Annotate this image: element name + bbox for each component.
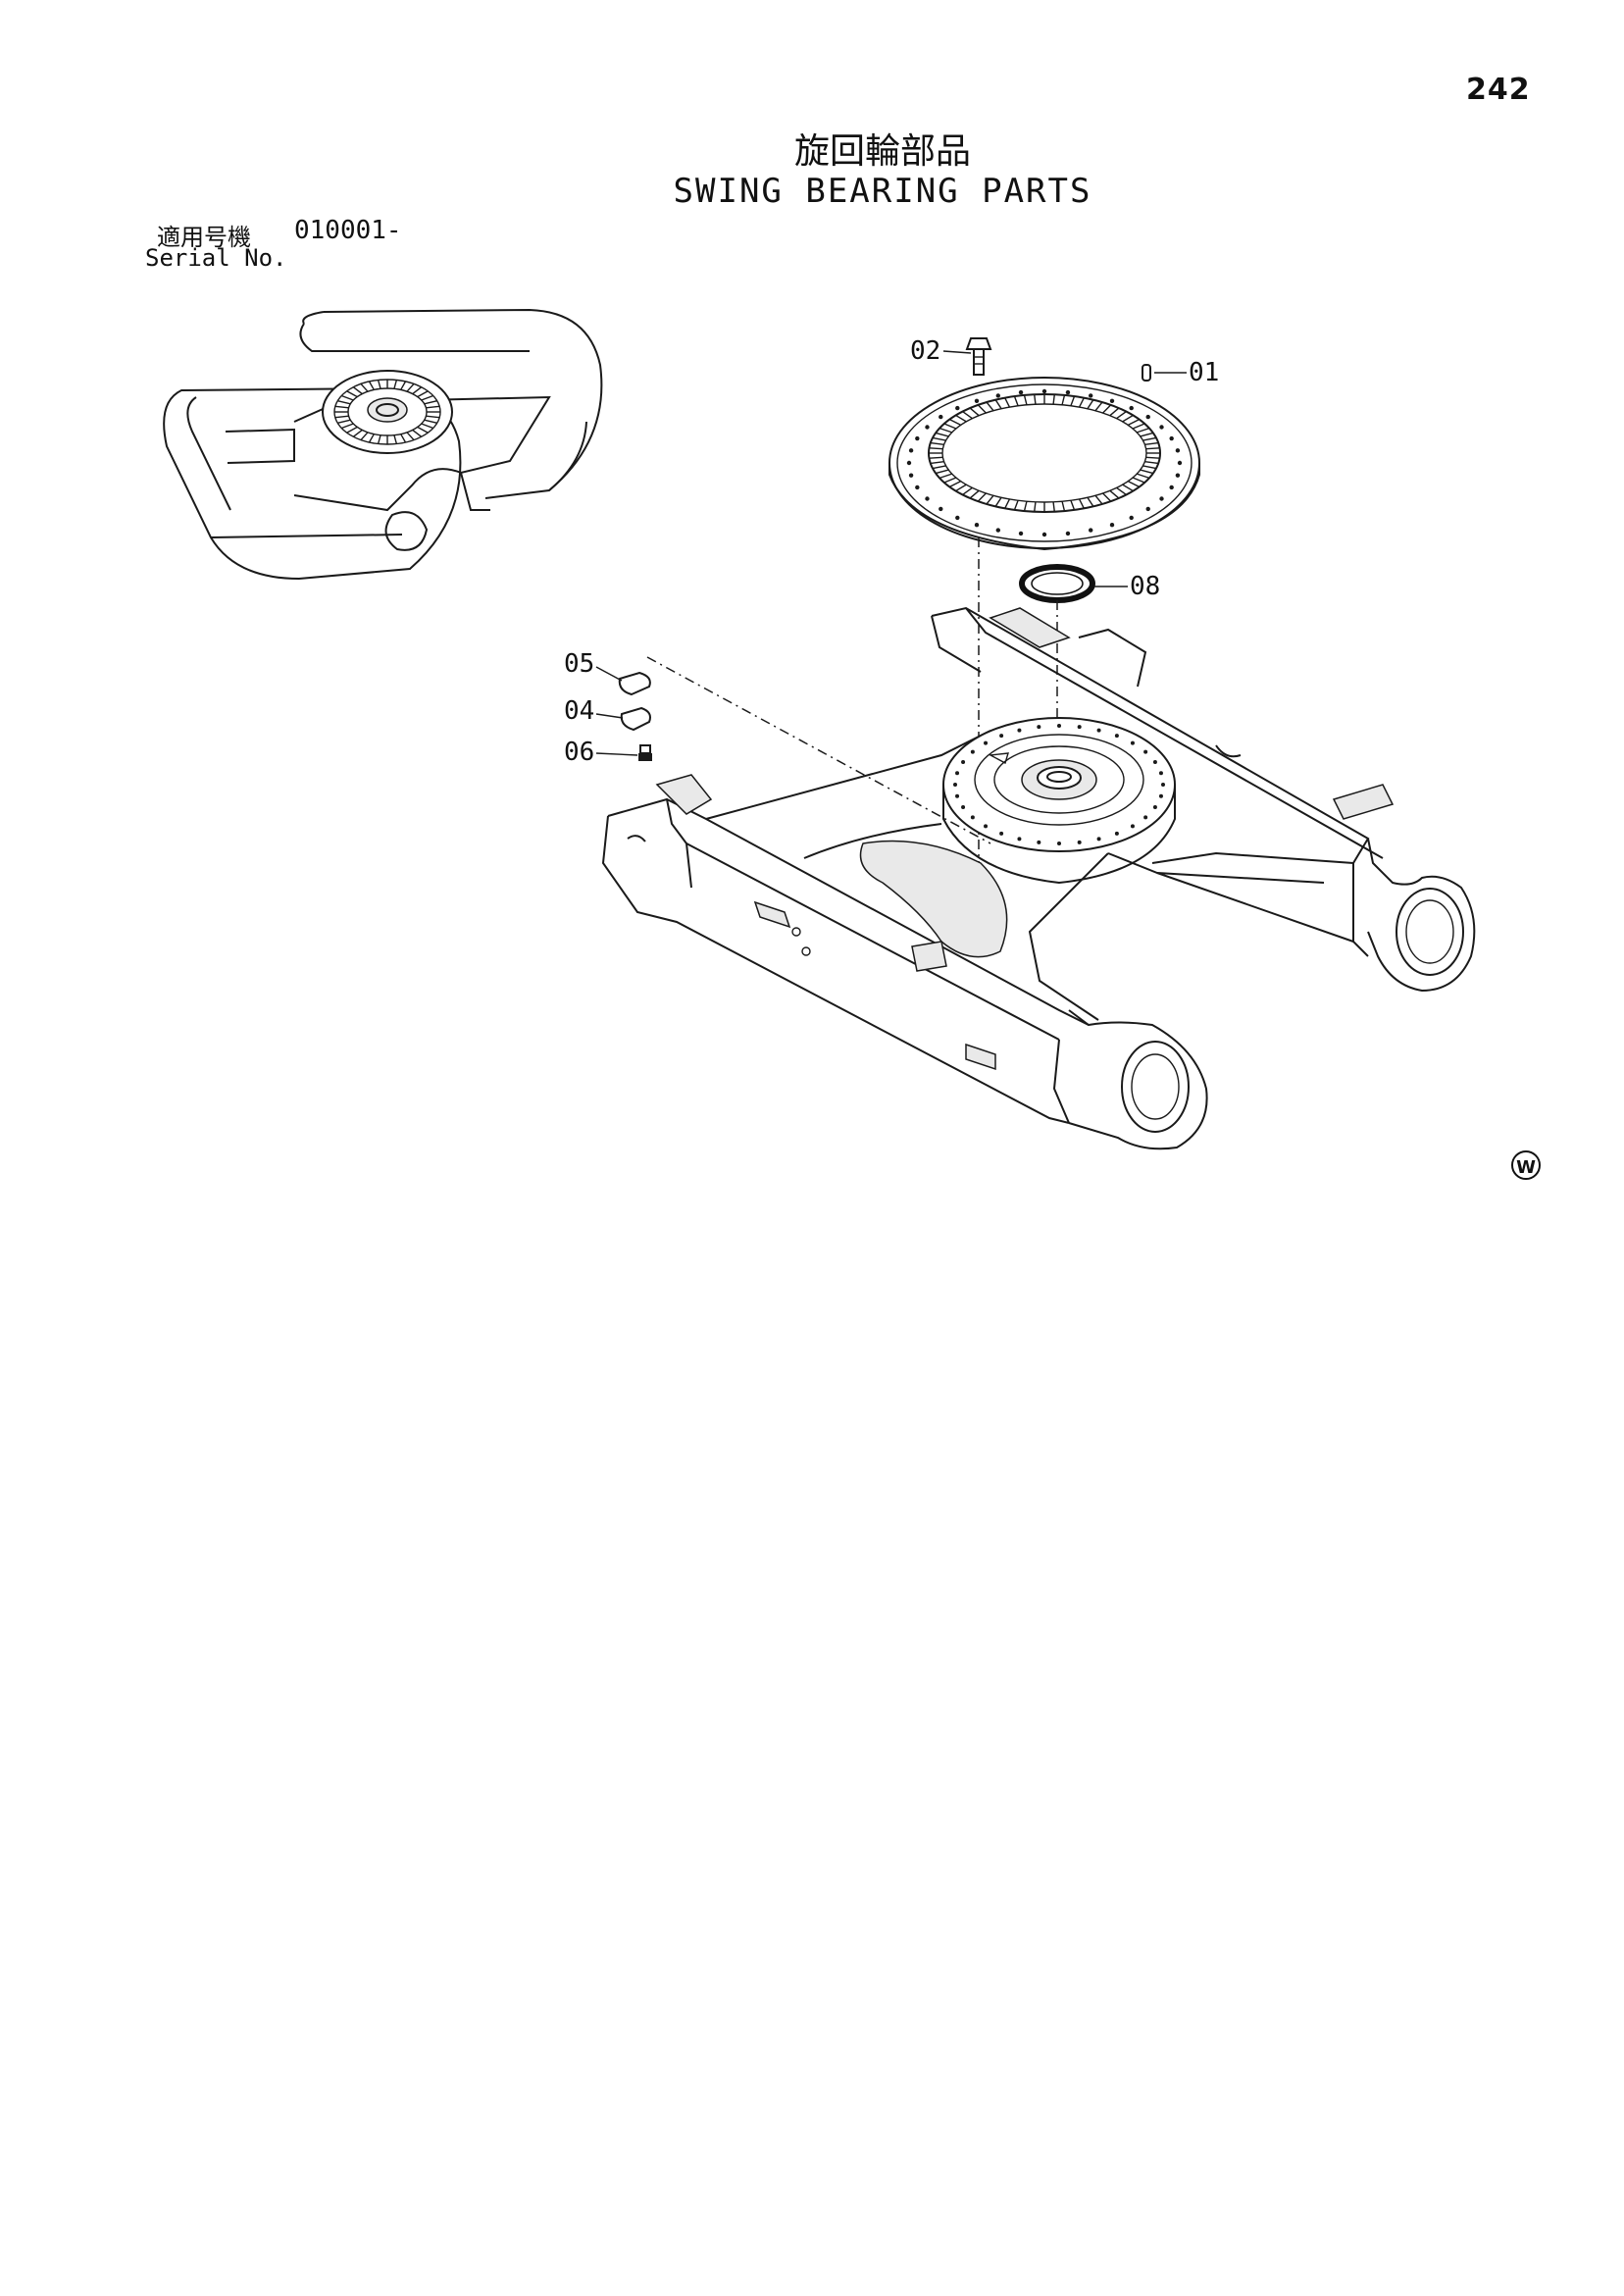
page-title-english: SWING BEARING PARTS bbox=[673, 172, 1092, 211]
callout-02: 02 bbox=[910, 336, 972, 366]
serial-number-value: 010001- bbox=[294, 216, 402, 245]
pin-01 bbox=[1142, 364, 1151, 382]
svg-text:W: W bbox=[1516, 1157, 1536, 1178]
circled-w-mark: W bbox=[1511, 1150, 1541, 1180]
callout-08: 08 bbox=[1094, 572, 1160, 601]
svg-text:01: 01 bbox=[1189, 358, 1219, 387]
page-number: 242 bbox=[1466, 73, 1531, 107]
seal-ring-08 bbox=[1019, 564, 1095, 603]
serial-label-japanese: 適用号機 bbox=[157, 224, 251, 251]
swing-bearing-ring bbox=[888, 377, 1200, 551]
bolt-06 bbox=[638, 744, 652, 761]
svg-text:08: 08 bbox=[1130, 572, 1160, 601]
plate-04 bbox=[620, 706, 651, 732]
cover-05 bbox=[618, 671, 651, 696]
callout-04: 04 bbox=[564, 696, 624, 726]
page-title-japanese: 旋回輪部品 bbox=[793, 131, 971, 172]
svg-text:02: 02 bbox=[910, 336, 940, 366]
callout-01: 01 bbox=[1154, 358, 1219, 387]
svg-text:05: 05 bbox=[564, 649, 594, 679]
bolt-02 bbox=[965, 337, 992, 376]
track-frame bbox=[601, 606, 1476, 1150]
callout-05: 05 bbox=[564, 649, 623, 682]
serial-label-english: Serial No. bbox=[145, 244, 287, 272]
parts-diagram: 02 01 08 05 04 06 W bbox=[163, 308, 1541, 1180]
callout-06: 06 bbox=[564, 738, 638, 767]
overview-thumbnail bbox=[163, 308, 603, 581]
svg-text:06: 06 bbox=[564, 738, 594, 767]
svg-text:04: 04 bbox=[564, 696, 594, 726]
